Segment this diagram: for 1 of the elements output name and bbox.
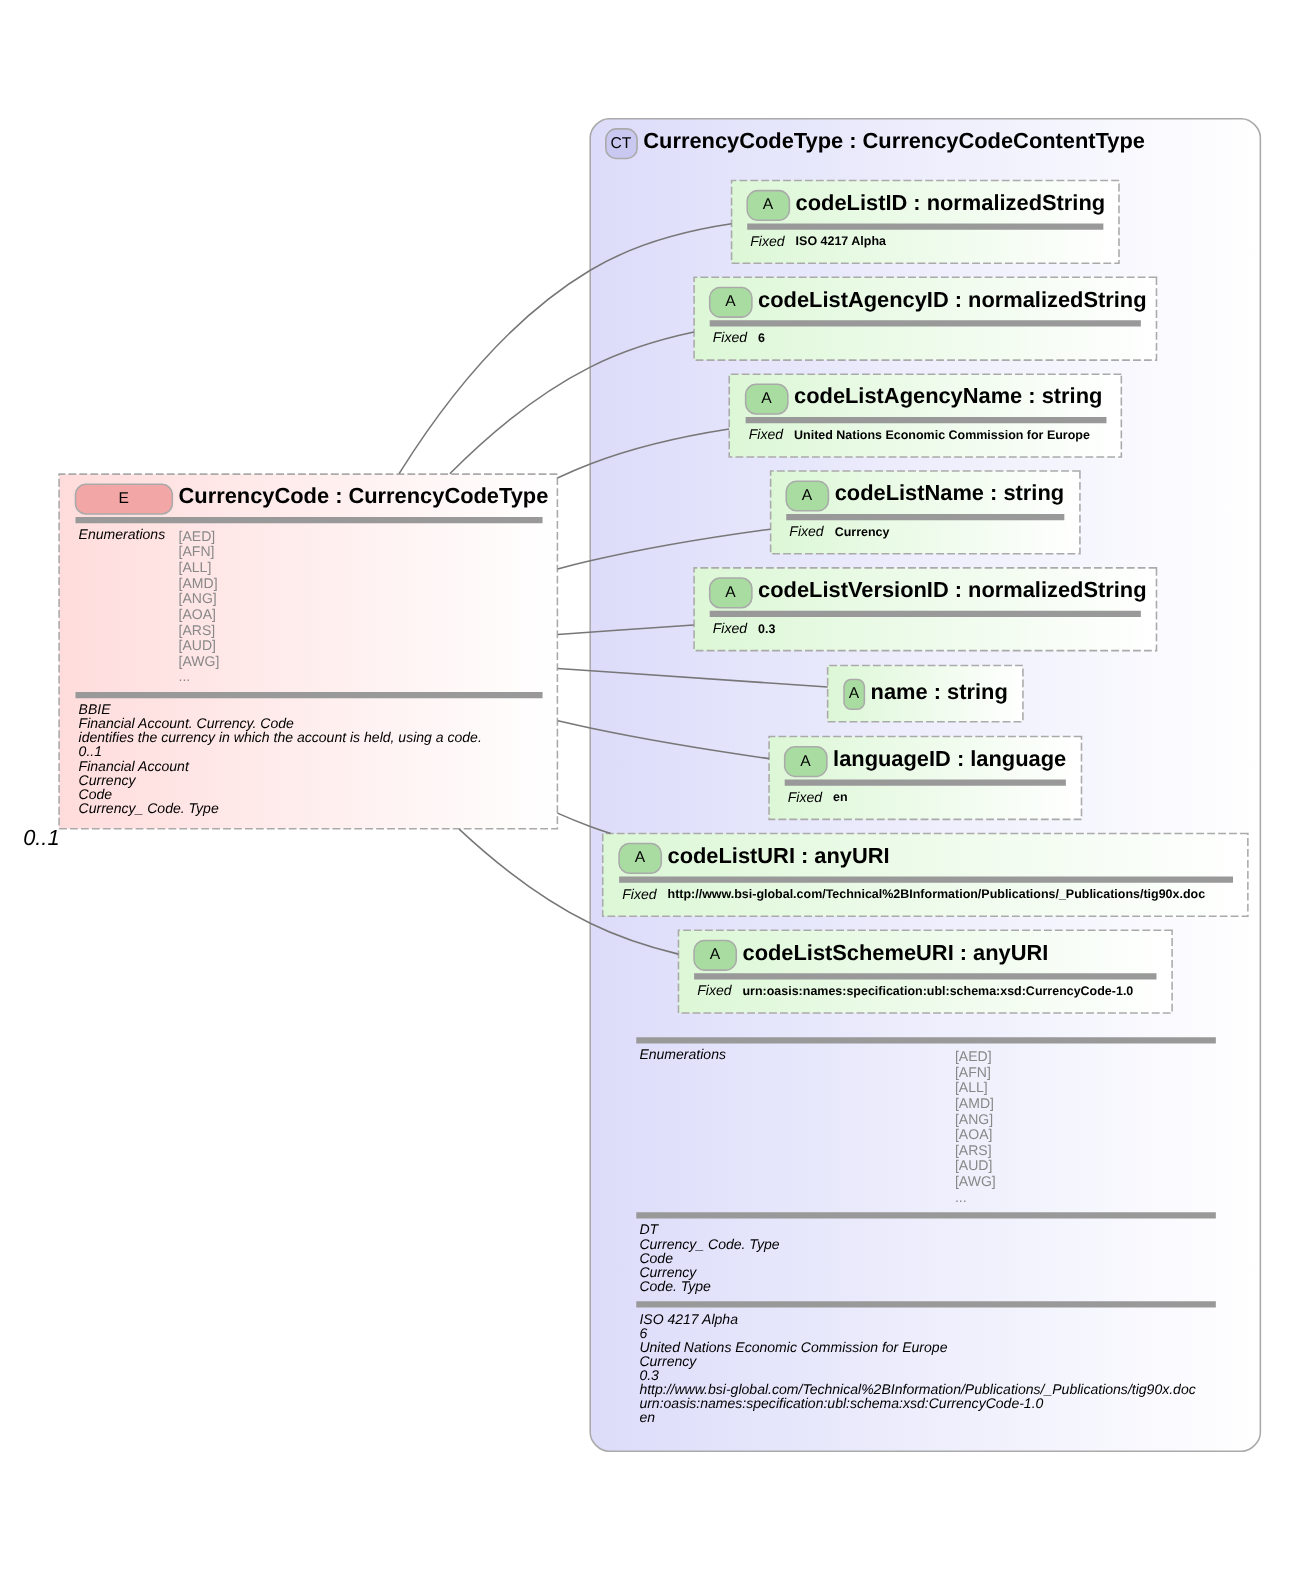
node-label: 0..1 bbox=[23, 826, 60, 851]
